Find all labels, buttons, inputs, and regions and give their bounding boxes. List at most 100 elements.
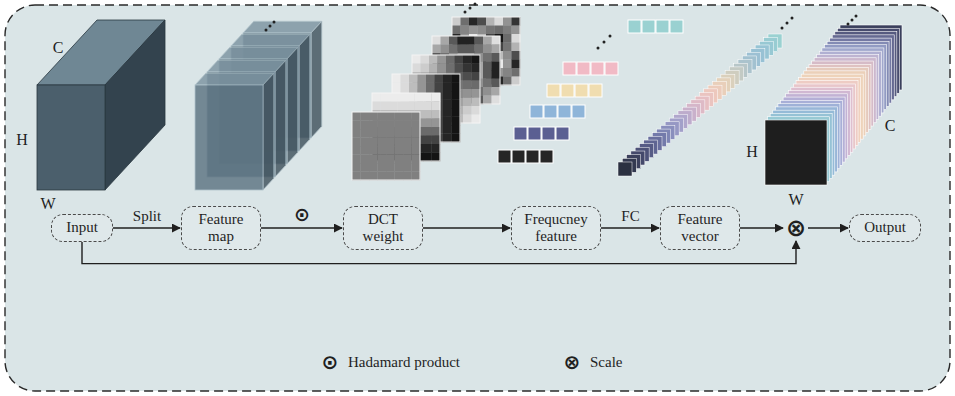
- dct-cell: [372, 102, 381, 111]
- dct-cell: [492, 96, 501, 105]
- dct-cell: [463, 55, 472, 64]
- output-cuboid: [765, 15, 902, 186]
- dct-cell: [412, 129, 421, 138]
- ellipsis-dot: [855, 15, 858, 18]
- dct-cell: [361, 172, 370, 181]
- dct-cell: [472, 115, 481, 124]
- dct-cell: [423, 144, 432, 153]
- ellipsis-dot: [265, 29, 268, 32]
- dct-cell: [443, 74, 452, 83]
- front-face: [37, 85, 105, 190]
- frequency-cell: [542, 127, 555, 140]
- dct-cell: [395, 112, 404, 121]
- dct-cell: [406, 93, 415, 102]
- dct-cell: [352, 112, 361, 121]
- dct-cell: [472, 72, 481, 81]
- dct-cell: [409, 83, 418, 92]
- dct-cell: [503, 34, 512, 43]
- dct-cell: [512, 60, 521, 69]
- dct-cell: [361, 138, 370, 147]
- dct-cell: [449, 45, 458, 54]
- dct-cell: [483, 96, 492, 105]
- frequency-rows: [498, 20, 683, 163]
- dct-cell: [443, 100, 452, 109]
- edge-label: Split: [133, 208, 161, 225]
- dct-cell: [452, 117, 461, 126]
- dct-cell: [432, 119, 441, 128]
- dct-basis-image: [352, 112, 420, 180]
- dct-cell: [352, 121, 361, 130]
- legend-text: Hadamard product: [348, 354, 460, 371]
- dimension-label: C: [885, 117, 896, 135]
- dct-cell: [401, 74, 410, 83]
- top-face: [231, 34, 310, 46]
- dct-cell: [386, 138, 395, 147]
- dct-cell: [386, 163, 395, 172]
- dimension-label: W: [40, 195, 55, 213]
- dct-cell: [418, 83, 427, 92]
- dct-cell: [452, 83, 461, 92]
- dct-cell: [381, 93, 390, 102]
- dct-cell: [423, 119, 432, 128]
- dct-cell: [466, 45, 475, 54]
- dct-cell: [378, 155, 387, 164]
- dct-cell: [386, 129, 395, 138]
- dct-cell: [418, 74, 427, 83]
- legend-symbol: ⊗: [564, 350, 581, 374]
- dct-cell: [483, 45, 492, 54]
- dashed-frame: [5, 5, 950, 391]
- dct-cell: [432, 36, 441, 45]
- dct-cell: [378, 121, 387, 130]
- dct-cell: [512, 34, 521, 43]
- dct-cell: [463, 89, 472, 98]
- dct-cell: [492, 62, 501, 71]
- ellipsis-dot: [781, 27, 784, 30]
- dct-cell: [503, 51, 512, 60]
- dct-cell: [386, 112, 395, 121]
- dct-cell: [403, 155, 412, 164]
- dct-cell: [421, 64, 430, 73]
- dct-cell: [432, 110, 441, 119]
- dct-cell: [352, 138, 361, 147]
- dct-cell: [395, 121, 404, 130]
- ellipsis-dot: [269, 25, 272, 28]
- dct-cell: [435, 83, 444, 92]
- dct-cell: [361, 129, 370, 138]
- dct-cell: [423, 102, 432, 111]
- dct-cell: [386, 155, 395, 164]
- dct-cell: [386, 121, 395, 130]
- dct-cell: [512, 51, 521, 60]
- input-cuboid: [37, 20, 165, 190]
- dct-cell: [435, 74, 444, 83]
- dct-cell: [446, 64, 455, 73]
- dct-cell: [361, 112, 370, 121]
- connector-arrow: [113, 227, 180, 228]
- dct-cell: [378, 112, 387, 121]
- ellipsis-dot: [791, 17, 794, 20]
- node-text: Feature vector: [666, 211, 734, 246]
- frequency-cell: [498, 150, 511, 163]
- dct-cell: [483, 87, 492, 96]
- dct-cell: [403, 121, 412, 130]
- process-box: Output: [849, 214, 921, 241]
- dct-cell: [352, 146, 361, 155]
- dct-cell: [426, 74, 435, 83]
- dct-border: [452, 17, 520, 85]
- dimension-label: H: [746, 143, 758, 161]
- dct-cell: [475, 36, 484, 45]
- side-face: [263, 73, 274, 190]
- dct-cell: [512, 68, 521, 77]
- dct-cell: [403, 172, 412, 181]
- dct-border: [372, 93, 440, 161]
- frequency-cell: [656, 20, 669, 33]
- dct-cell: [463, 106, 472, 115]
- dct-cell: [369, 112, 378, 121]
- dct-cell: [429, 64, 438, 73]
- frequency-cell: [530, 105, 543, 118]
- channel-slice: [765, 120, 827, 185]
- dct-cell: [469, 17, 478, 26]
- frequency-cell: [514, 127, 527, 140]
- dct-cell: [469, 26, 478, 35]
- dct-cell: [386, 146, 395, 155]
